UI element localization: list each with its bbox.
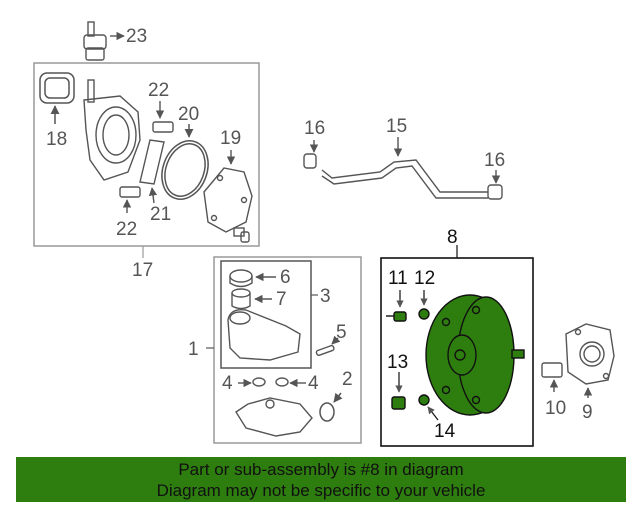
callout-6: 6 [280,267,291,288]
bolt-part-22-bottom [119,186,141,213]
pump-housing [83,79,141,181]
grommets-part-4 [238,377,306,388]
master-cylinder-box [213,256,362,444]
callout-3: 3 [320,286,331,307]
bolt-small [233,227,250,243]
callout-21: 21 [150,204,171,225]
pin-part-5 [315,335,341,357]
washer-part-12 [418,308,430,320]
callout-22-bottom: 22 [116,219,137,240]
callout-4-right: 4 [308,373,319,394]
assembly-box-17 [33,62,260,247]
callout-5: 5 [336,322,347,343]
clamp-part-16-right [487,170,503,200]
callout-13: 13 [387,352,408,373]
cap-part-6 [229,269,276,288]
callout-14: 14 [434,421,456,442]
brake-booster-part-8 [425,294,525,416]
callout-1: 1 [188,339,199,360]
o-ring-part-20 [161,124,209,200]
callout-4-left: 4 [222,373,233,394]
washer-part-14 [418,394,430,406]
callout-17: 17 [132,260,153,281]
callout-20: 20 [178,104,199,125]
bolt-part-22-top [152,101,174,133]
cylinder-body [235,397,313,437]
notice-banner: Part or sub-assembly is #8 in diagram Di… [16,457,626,502]
clamp-part-16-left [303,140,319,169]
callout-2: 2 [342,369,353,390]
strainer-part-7 [231,288,272,310]
callout-9: 9 [582,402,593,423]
o-ring-part-2 [319,392,343,422]
callout-16-left: 16 [304,118,325,139]
callout-19: 19 [220,128,241,149]
cover-part-19 [203,150,253,233]
callout-22-top: 22 [148,80,169,101]
gasket-part-9 [565,323,615,398]
reservoir-box-3 [220,260,312,369]
callout-10: 10 [545,398,566,419]
nut-part-11 [386,311,407,322]
callout-12: 12 [414,268,435,289]
callout-23: 23 [126,26,147,47]
reservoir-tank [227,309,301,361]
hose-part-15 [321,137,488,199]
notice-line-2: Diagram may not be specific to your vehi… [156,481,486,500]
callout-11: 11 [388,268,408,289]
parts-diagram: 23 17 18 22 21 20 19 [33,21,615,447]
callout-16-right: 16 [484,150,505,171]
callout-7: 7 [276,289,287,310]
vacuum-sensor-part-23 [83,21,125,61]
filter-part-21 [139,139,165,204]
callout-8: 8 [447,227,458,248]
bracket-part-10 [541,362,563,392]
bolt-part-13 [391,396,406,410]
notice-line-1: Part or sub-assembly is #8 in diagram [178,460,464,479]
gasket-part-18 [39,72,75,124]
callout-15: 15 [386,116,407,137]
callout-18: 18 [46,129,67,150]
